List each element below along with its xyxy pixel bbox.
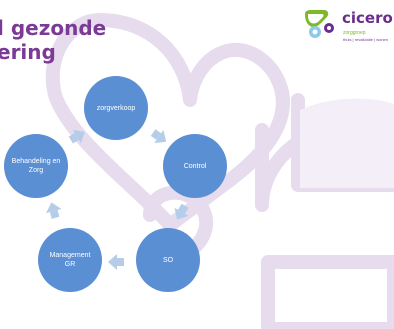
cycle-node-label: Behandeling en Zorg <box>11 158 61 174</box>
background-heart-shape <box>45 13 290 232</box>
slide-title-line-2: ering <box>0 40 56 64</box>
slide-title-line-1: l gezonde <box>0 16 107 40</box>
logo-subtitle: zorggroep <box>343 30 366 36</box>
arrow-management-to-behandeling <box>46 202 62 219</box>
cycle-node-label: Management GR <box>49 252 91 268</box>
arrow-behandeling-to-zorgverkoop <box>68 129 85 144</box>
cicero-logo-icon <box>305 10 334 38</box>
arrow-zorgverkoop-to-control <box>150 129 167 144</box>
logo-name: cicero <box>342 9 393 27</box>
cycle-node-zorgverkoop: zorgverkoop <box>84 76 148 140</box>
cycle-node-label: Control <box>183 162 207 170</box>
cycle-node-behandeling-en-zorg: Behandeling en Zorg <box>4 134 68 198</box>
arrow-so-to-management <box>108 254 124 270</box>
background-leaf-right-bottom <box>261 254 394 329</box>
cycle-node-label: zorgverkoop <box>96 104 136 112</box>
cycle-node-control: Control <box>163 134 227 198</box>
cicero-logo: cicero zorggroep thuis | revalidatie | w… <box>302 8 394 48</box>
slide-title: l gezonde ering <box>0 16 106 64</box>
cycle-node-management-gr: Management GR <box>38 228 102 292</box>
cycle-node-label: SO <box>162 256 174 264</box>
background-fill-right <box>300 98 394 188</box>
arrow-control-to-so <box>174 203 189 220</box>
logo-tagline: thuis | revalidatie | wonen <box>343 37 388 42</box>
cycle-node-so: SO <box>136 228 200 292</box>
